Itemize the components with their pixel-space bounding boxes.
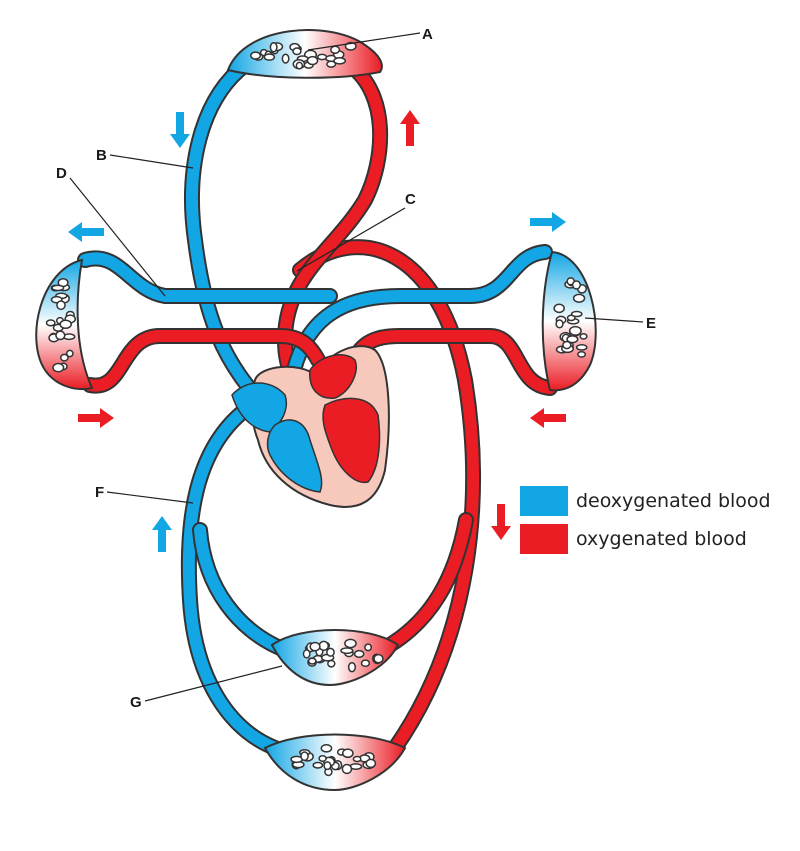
capillary-hole	[52, 362, 65, 373]
label-b: B	[96, 147, 107, 164]
capillary-hole	[55, 330, 66, 341]
capillary-hole	[281, 53, 290, 64]
label-d: D	[56, 165, 67, 182]
capillary-hole	[306, 55, 319, 66]
legend-swatch-oxygenated	[520, 524, 568, 554]
capillary-hole	[292, 47, 302, 56]
legend-swatch-deoxygenated	[520, 486, 568, 516]
legend-item-deoxygenated: deoxygenated blood	[520, 482, 771, 520]
capillary-hole	[344, 638, 357, 649]
capillary-hole	[365, 758, 377, 769]
right-ventricle	[266, 419, 323, 493]
capillary-hole	[333, 57, 347, 65]
capillary-hole	[570, 310, 583, 318]
capillary-hole	[347, 661, 357, 673]
capillary-hole	[353, 649, 365, 658]
capillary-hole	[553, 303, 565, 314]
capillary-hole	[51, 284, 65, 292]
capillary-hole	[341, 763, 353, 775]
arrow-down-icon	[491, 504, 511, 540]
right-atrium	[231, 382, 287, 433]
capillary-hole	[572, 293, 586, 303]
legend-label: oxygenated blood	[576, 528, 747, 550]
capillary-hole	[318, 754, 327, 763]
capillary-hole	[65, 349, 74, 358]
arrow-up-icon	[400, 110, 420, 146]
capillary-hole	[323, 761, 332, 771]
capillary-hole	[320, 744, 333, 753]
capillary-hole	[59, 353, 69, 362]
capillary-hole	[312, 761, 324, 769]
capillary-holes	[45, 41, 588, 777]
capillary-hole	[352, 755, 362, 763]
left-ventricle	[322, 397, 381, 484]
label-f: F	[95, 484, 104, 501]
capillary-hole	[341, 748, 354, 759]
capillary-hole	[269, 41, 278, 53]
capillary-hole	[300, 751, 309, 762]
capillary-hole	[373, 653, 384, 664]
arrow-left-icon	[68, 222, 104, 242]
capillary-hole	[330, 45, 341, 55]
legend-item-oxygenated: oxygenated blood	[520, 520, 771, 558]
label-e: E	[646, 315, 656, 332]
arrow-left-icon	[530, 408, 566, 428]
capillary-hole	[327, 659, 336, 668]
arrow-down-icon	[170, 112, 190, 148]
capillary-hole	[571, 280, 582, 290]
capillary-hole	[295, 61, 304, 70]
arrow-right-icon	[78, 408, 114, 428]
arrow-up-icon	[152, 516, 172, 552]
capillary-hole	[575, 343, 588, 351]
label-c: C	[405, 191, 416, 208]
leader-lines	[69, 32, 644, 702]
capillary-hole	[318, 640, 330, 652]
capillary-hole	[340, 647, 354, 655]
capillary-hole	[566, 335, 579, 344]
capillary-hole	[326, 60, 337, 68]
capillary-hole	[56, 300, 66, 311]
capillary-hole	[326, 647, 335, 657]
legend: deoxygenated blood oxygenated blood	[520, 482, 771, 558]
legend-label: deoxygenated blood	[576, 490, 771, 512]
capillary-hole	[309, 641, 321, 652]
flow-arrows	[68, 110, 566, 552]
capillary-hole	[555, 319, 564, 329]
arrow-right-icon	[530, 212, 566, 232]
capillary-hole	[562, 340, 572, 350]
capillary-hole	[579, 332, 588, 340]
capillary-hole	[577, 351, 587, 358]
label-a: A	[422, 26, 433, 43]
left-atrium	[309, 354, 357, 399]
capillary-hole	[302, 649, 311, 659]
capillary-hole	[316, 53, 328, 61]
capillary-hole	[263, 53, 276, 61]
capillary-hole	[568, 325, 582, 336]
capillary-hole	[307, 657, 317, 665]
label-g: G	[130, 694, 142, 711]
capillary-hole	[45, 319, 56, 327]
capillary-hole	[364, 643, 373, 652]
capillary-hole	[250, 51, 262, 60]
capillary-hole	[59, 319, 73, 330]
capillary-hole	[360, 659, 371, 668]
heart	[231, 345, 390, 508]
